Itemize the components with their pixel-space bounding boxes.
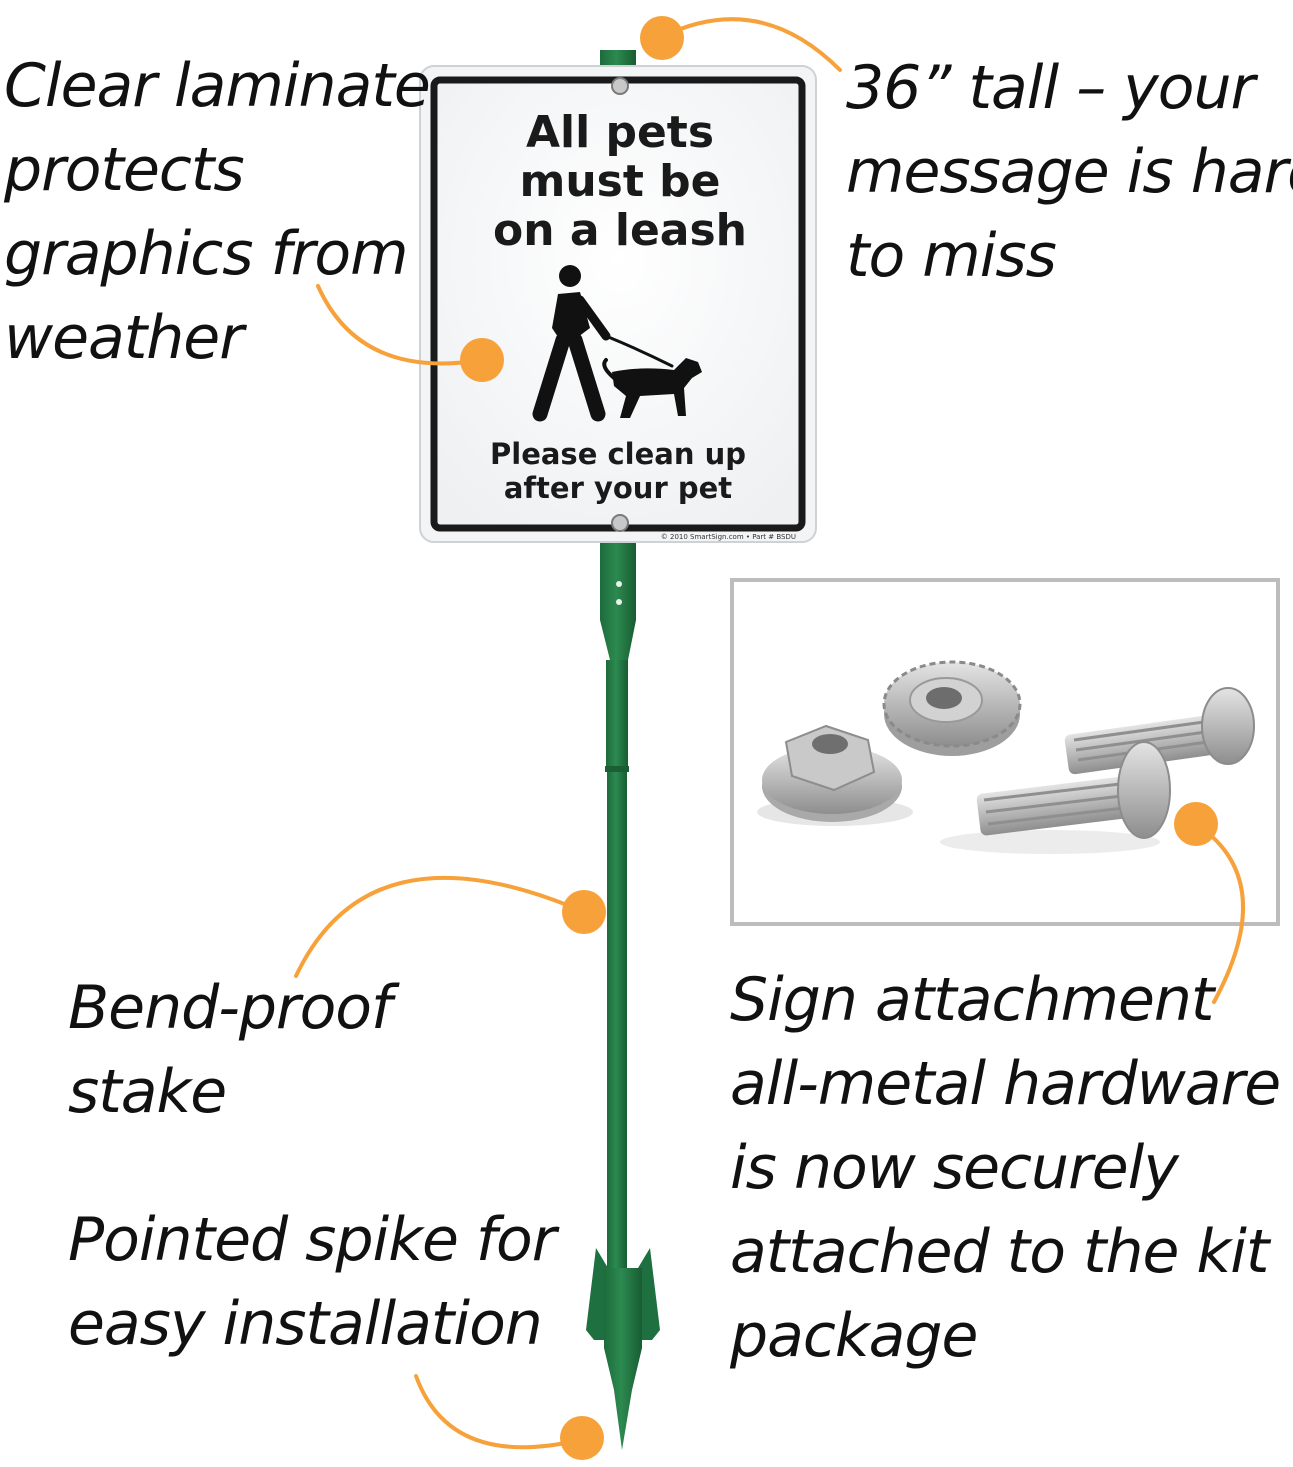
height-caption-line: to miss (846, 221, 1057, 291)
connector-stake (294, 875, 586, 978)
hardware-caption-line: Sign attachment (730, 965, 1214, 1035)
sign-title-line-2: must be (519, 156, 720, 207)
callout-connectors (294, 17, 1245, 1450)
laminate-caption-line: graphics from (4, 219, 409, 289)
sign-subtitle-line-2: after your pet (504, 471, 732, 505)
spike-caption-line: Pointed spike for (68, 1205, 556, 1275)
hardware-caption-line: all-metal hardware (730, 1049, 1281, 1119)
sign-copyright: © 2010 SmartSign.com • Part # BSDU (661, 533, 796, 541)
sign-subtitle-line-1: Please clean up (490, 437, 746, 471)
hex-nut-icon (762, 724, 902, 822)
hardware-caption-line: attached to the kit (730, 1217, 1269, 1287)
connector-hardware (1194, 822, 1245, 1004)
sign-title-line-3: on a leash (493, 205, 747, 256)
laminate-caption-line: Clear laminate (4, 51, 431, 121)
laminate-caption-line: protects (4, 135, 245, 205)
height-caption-line: message is hard (846, 137, 1293, 207)
connector-height (662, 17, 842, 72)
stake-caption-line: Bend-proof (68, 973, 392, 1043)
hardware-caption-line: is now securely (730, 1133, 1179, 1203)
dot-laminate-icon (460, 338, 504, 382)
serrated-nut-icon (882, 660, 1022, 756)
stake (600, 540, 636, 1272)
stake-caption-line: stake (68, 1057, 227, 1127)
dot-height-icon (640, 16, 684, 60)
callout-dots (460, 16, 1218, 1460)
spike-caption-line: easy installation (68, 1289, 543, 1359)
bottom-bolt-icon (611, 514, 629, 532)
stake-caption: Bend-proof stake (68, 966, 392, 1134)
laminate-caption: Clear laminate protects graphics from we… (4, 44, 431, 380)
top-bolt-icon (611, 77, 629, 95)
height-caption-line: 36” tall – your (846, 53, 1255, 123)
person-walking-dog-icon (532, 265, 702, 422)
hardware-set (757, 660, 1255, 854)
hardware-caption: Sign attachment all-metal hardware is no… (730, 958, 1281, 1378)
sign-panel: All pets must be on a leash Please clean… (419, 65, 817, 543)
connector-laminate (316, 284, 484, 366)
sign-title-line-1: All pets (526, 107, 714, 158)
height-caption: 36” tall – your message is hard to miss (846, 46, 1293, 298)
hardware-caption-line: package (730, 1301, 978, 1371)
dot-stake-icon (562, 890, 606, 934)
bolt-front-icon (976, 741, 1171, 839)
spike (586, 1248, 660, 1450)
dot-hardware-icon (1174, 802, 1218, 846)
connector-spike (414, 1374, 582, 1450)
spike-caption: Pointed spike for easy installation (68, 1198, 556, 1366)
dot-spike-icon (560, 1416, 604, 1460)
laminate-caption-line: weather (4, 303, 244, 373)
